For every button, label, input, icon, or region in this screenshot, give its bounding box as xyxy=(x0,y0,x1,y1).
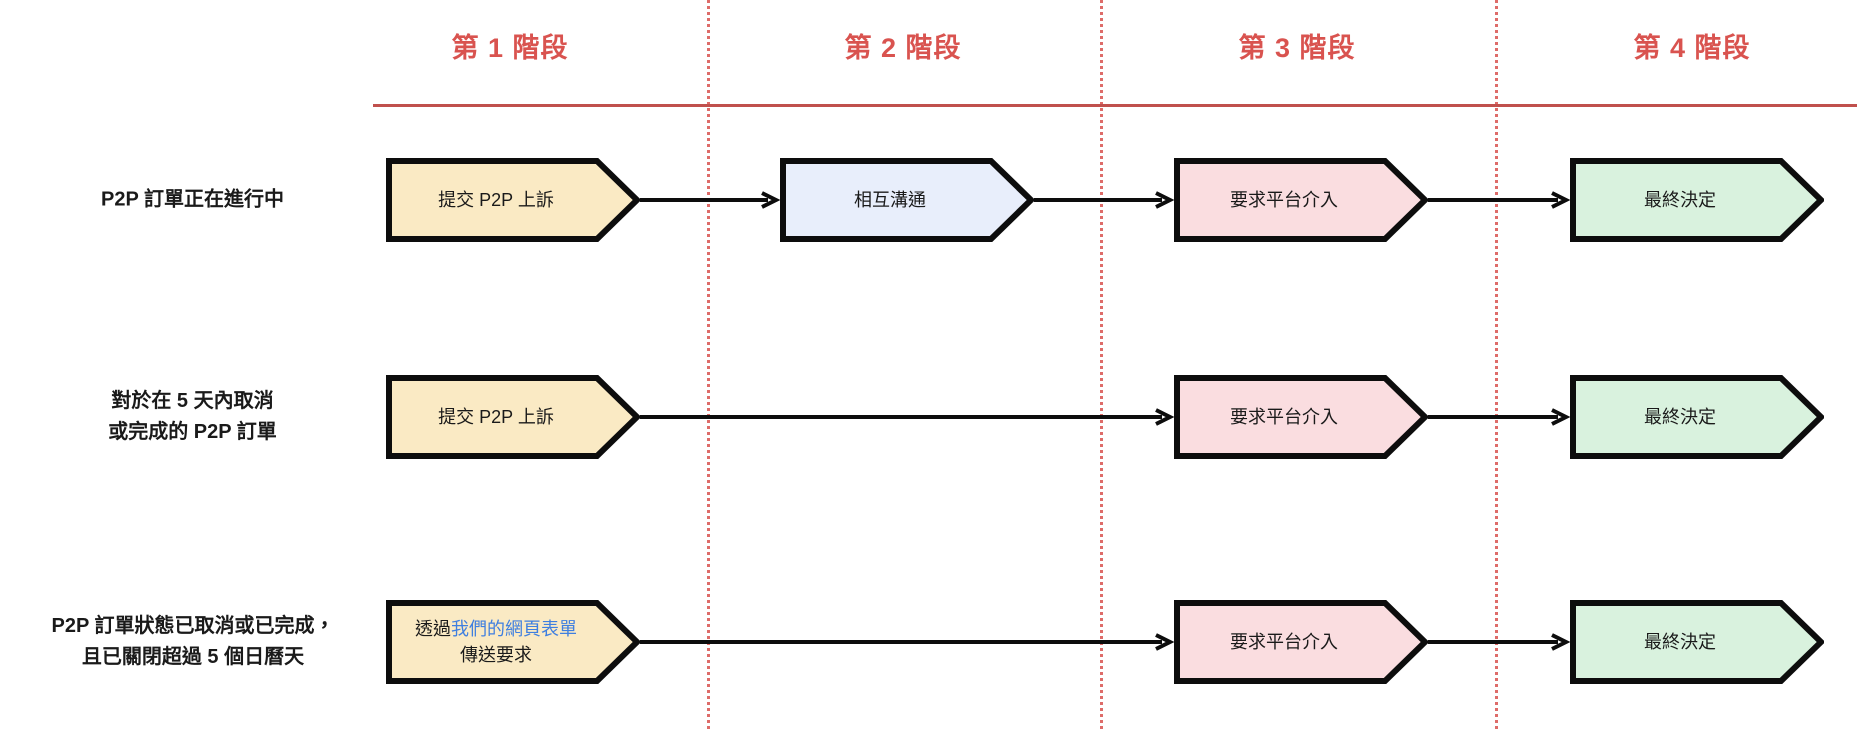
node-row2-stage4[interactable]: 最終決定 xyxy=(1570,375,1824,459)
node-row3-stage4[interactable]: 最終決定 xyxy=(1570,600,1824,684)
connector-row3-a xyxy=(640,633,1175,651)
connector-row1-b xyxy=(1034,191,1175,209)
stage-header-1: 第 1 階段 xyxy=(451,33,569,63)
header-divider-rule xyxy=(373,104,1857,107)
node-row1-stage2[interactable]: 相互溝通 xyxy=(780,158,1034,242)
node-row1-stage1[interactable]: 提交 P2P 上訴 xyxy=(386,158,640,242)
stage-header-2: 第 2 階段 xyxy=(844,33,962,63)
connector-row2-a xyxy=(640,408,1175,426)
stage-header-3: 第 3 階段 xyxy=(1238,33,1356,63)
node-row2-stage3[interactable]: 要求平台介入 xyxy=(1174,375,1428,459)
row-label-2: 對於在 5 天內取消 或完成的 P2P 訂單 xyxy=(108,390,277,443)
stage-header-4: 第 4 階段 xyxy=(1633,33,1751,63)
connector-row3-b xyxy=(1428,633,1571,651)
node-row3-stage3[interactable]: 要求平台介入 xyxy=(1174,600,1428,684)
chevron-shape-green xyxy=(1570,600,1824,684)
node-row3-stage1[interactable]: 透過我們的網頁表單 傳送要求 xyxy=(386,600,640,684)
row-label-1: P2P 訂單正在進行中 xyxy=(101,188,284,211)
stage-divider-3 xyxy=(1495,0,1498,729)
chevron-shape-pink xyxy=(1174,600,1428,684)
node-row1-stage4[interactable]: 最終決定 xyxy=(1570,158,1824,242)
chevron-shape-yellow xyxy=(386,375,640,459)
connector-row1-a xyxy=(640,191,781,209)
connector-row1-c xyxy=(1428,191,1571,209)
chevron-shape-pink xyxy=(1174,158,1428,242)
chevron-shape-green xyxy=(1570,375,1824,459)
node-row2-stage1[interactable]: 提交 P2P 上訴 xyxy=(386,375,640,459)
row-label-3: P2P 訂單狀態已取消或已完成， 且已關閉超過 5 個日曆天 xyxy=(51,615,335,668)
stage-divider-2 xyxy=(1100,0,1103,729)
connector-row2-b xyxy=(1428,408,1571,426)
chevron-shape-blue xyxy=(780,158,1034,242)
chevron-shape-pink xyxy=(1174,375,1428,459)
stage-divider-1 xyxy=(707,0,710,729)
chevron-shape-yellow xyxy=(386,158,640,242)
node-row1-stage3[interactable]: 要求平台介入 xyxy=(1174,158,1428,242)
chevron-shape-yellow xyxy=(386,600,640,684)
chevron-shape-green xyxy=(1570,158,1824,242)
